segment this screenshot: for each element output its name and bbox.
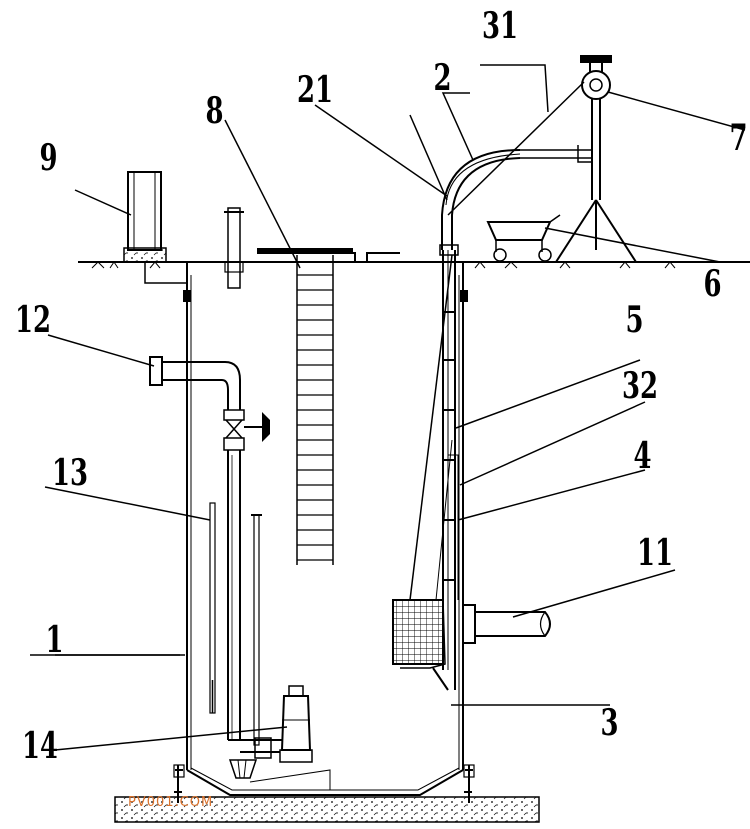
label-1: 1 [46,620,64,661]
label-13: 13 [52,453,88,494]
label-11: 11 [637,533,673,574]
label-14: 14 [22,726,58,767]
lifting-arc-pipe [441,149,521,250]
discharge-pipe [149,356,270,740]
label-21: 21 [297,70,333,111]
guide-rail [209,502,262,746]
submersible-pump [228,685,313,779]
grille-basket [392,599,449,691]
label-6: 6 [704,264,722,305]
tank-top-cover [186,248,464,275]
label-8: 8 [206,91,224,132]
label-7: 7 [730,118,748,159]
label-31: 31 [482,6,518,47]
ground-line [78,261,750,269]
label-4: 4 [634,436,652,477]
vent-pipe [224,207,244,289]
label-9: 9 [40,138,58,179]
tank-body [173,275,475,803]
hoist-frame [520,55,637,263]
label-5: 5 [626,300,644,341]
access-ladder [296,255,334,565]
label-2: 2 [434,58,452,99]
watermark-text: PV001.COM [128,795,213,810]
leader-lines [30,64,746,751]
label-32: 32 [622,366,658,407]
control-cabinet [123,171,187,284]
basket-guide-rails [409,244,459,690]
trolley-cart [486,214,561,262]
label-3: 3 [601,703,619,744]
inlet-pipe [462,604,551,644]
hoist-cable [447,81,585,216]
label-12: 12 [15,300,51,341]
